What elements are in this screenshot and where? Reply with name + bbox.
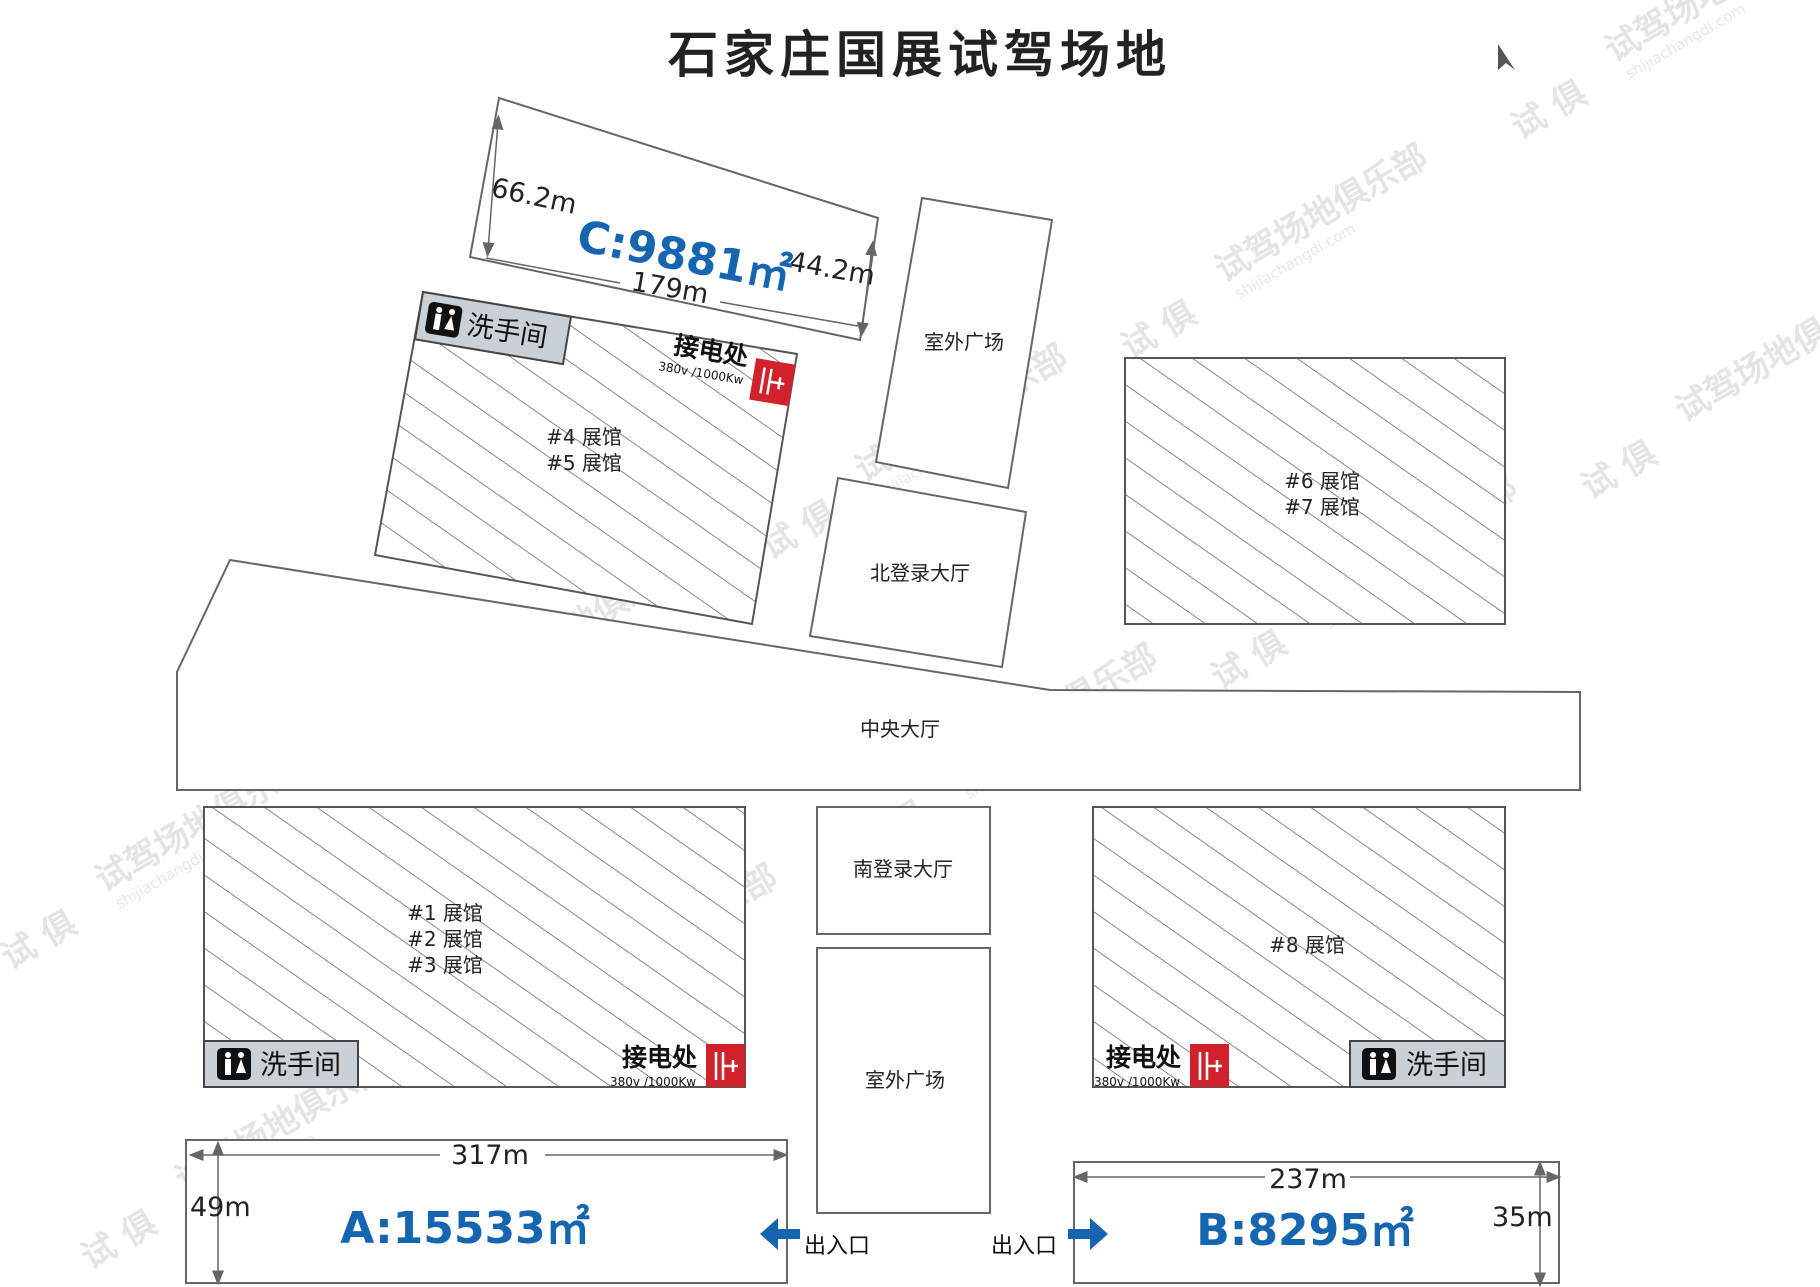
entrance-label: 出入口 [991, 1234, 1057, 1259]
north-lobby-label: 北登录大厅 [870, 561, 970, 585]
watermark-logo: 试 俱 [1575, 433, 1664, 508]
zone-b: 237m 35m B:8295㎡ [1072, 1160, 1562, 1287]
zone-b-area: B:8295㎡ [1196, 1205, 1414, 1256]
hall-8-label: #8 展馆 [1269, 933, 1345, 957]
restroom-icon [217, 1048, 251, 1080]
restroom-label: 洗手间 [260, 1050, 341, 1081]
hall-3-label: #3 展馆 [407, 953, 483, 977]
power-label: 接电处 [1106, 1043, 1181, 1072]
zone-b-height: 35m [1492, 1202, 1553, 1233]
restroom-icon [1362, 1048, 1396, 1080]
zone-a-area: A:15533㎡ [340, 1203, 590, 1254]
south-outdoor-plaza [816, 947, 991, 1214]
hall-4-5: #4 展馆 #5 展馆 洗手间 接电处 380v /1000Kw [373, 290, 799, 626]
cursor-icon [1498, 44, 1515, 70]
hall-2-label: #2 展馆 [407, 927, 483, 951]
zone-a-width: 317m [451, 1140, 529, 1171]
hall-1-2-3: #1 展馆 #2 展馆 #3 展馆 洗手间 接电处 380v /1000Kw [203, 806, 746, 1089]
watermark-logo: 试 俱 [75, 1203, 164, 1278]
arrow-right-icon [1068, 1218, 1108, 1250]
entrance-label: 出入口 [804, 1234, 870, 1259]
hall-1-label: #1 展馆 [407, 901, 483, 925]
central-hall-label: 中央大厅 [860, 717, 940, 741]
zone-c: 66.2m 44.2m 179m C:9881㎡ [468, 96, 880, 342]
hall-4-5-building [373, 290, 799, 626]
entrance-right: 出入口 [991, 1218, 1108, 1259]
central-hall [176, 558, 1581, 791]
hall-7-label: #7 展馆 [1284, 495, 1360, 519]
south-lobby-label: 南登录大厅 [853, 857, 953, 881]
south-lobby [816, 806, 991, 935]
hall-8: #8 展馆 洗手间 接电处 380v /1000Kw [1092, 806, 1506, 1089]
zone-c-outline [468, 96, 880, 342]
restroom-label: 洗手间 [1406, 1050, 1487, 1081]
power-spec: 380v /1000Kw [1094, 1075, 1180, 1089]
zone-a-outline [185, 1139, 788, 1284]
zone-b-outline [1073, 1161, 1560, 1284]
north-plaza-label: 室外广场 [924, 330, 1004, 354]
hall-4-label: #4 展馆 [546, 425, 622, 449]
watermark-logo: 试 俱 [0, 903, 84, 978]
restroom-icon [425, 301, 463, 338]
south-plaza-label: 室外广场 [865, 1068, 945, 1092]
arrow-left-icon [760, 1218, 800, 1250]
zone-b-width: 237m [1269, 1164, 1347, 1195]
zone-a-height: 49m [190, 1192, 251, 1223]
hall-6-label: #6 展馆 [1284, 469, 1360, 493]
watermark-logo: 试 俱 [1115, 293, 1204, 368]
zone-a: 317m 49m A:15533㎡ [185, 1139, 789, 1286]
watermark-text: 试驾场地俱乐部 [1208, 137, 1434, 291]
entrance-left: 出入口 [760, 1218, 870, 1259]
page-title: 石家庄国展试驾场地 [668, 26, 1172, 84]
watermark-logo: 试 俱 [1205, 623, 1294, 698]
hall-6-7 [1124, 357, 1506, 625]
power-label: 接电处 [622, 1043, 697, 1072]
north-outdoor-plaza [874, 196, 1054, 490]
north-lobby [808, 476, 1028, 669]
watermark-logo: 试 俱 [1505, 73, 1594, 148]
power-spec: 380v /1000Kw [610, 1075, 696, 1089]
watermark-text: 试驾场地俱乐部 [1668, 277, 1820, 431]
hall-5-label: #5 展馆 [546, 451, 622, 475]
